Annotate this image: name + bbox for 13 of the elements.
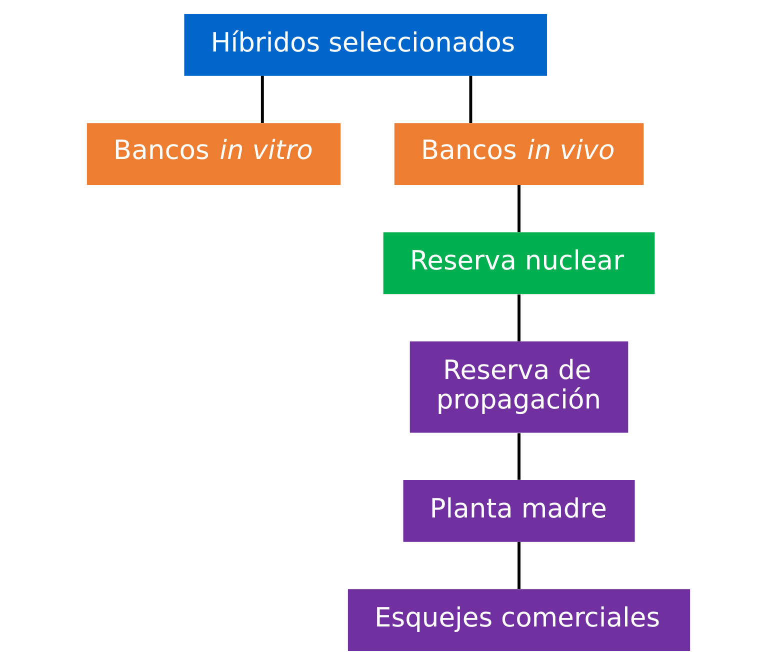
connector <box>469 76 472 123</box>
node-box: Reserva nuclear <box>383 232 655 294</box>
connector <box>518 185 520 232</box>
connector <box>518 294 520 342</box>
node-box: Esquejes comerciales <box>348 589 690 652</box>
node-box: Bancos in vitro <box>86 123 341 186</box>
node-box: Híbridos seleccionados <box>184 14 548 76</box>
node-box: Planta madre <box>403 480 635 542</box>
connector <box>260 76 264 123</box>
connector <box>518 542 520 590</box>
connector <box>518 433 520 480</box>
node-box: Bancos in vivo <box>394 123 644 186</box>
node-box: Reserva de propagación <box>410 341 628 433</box>
